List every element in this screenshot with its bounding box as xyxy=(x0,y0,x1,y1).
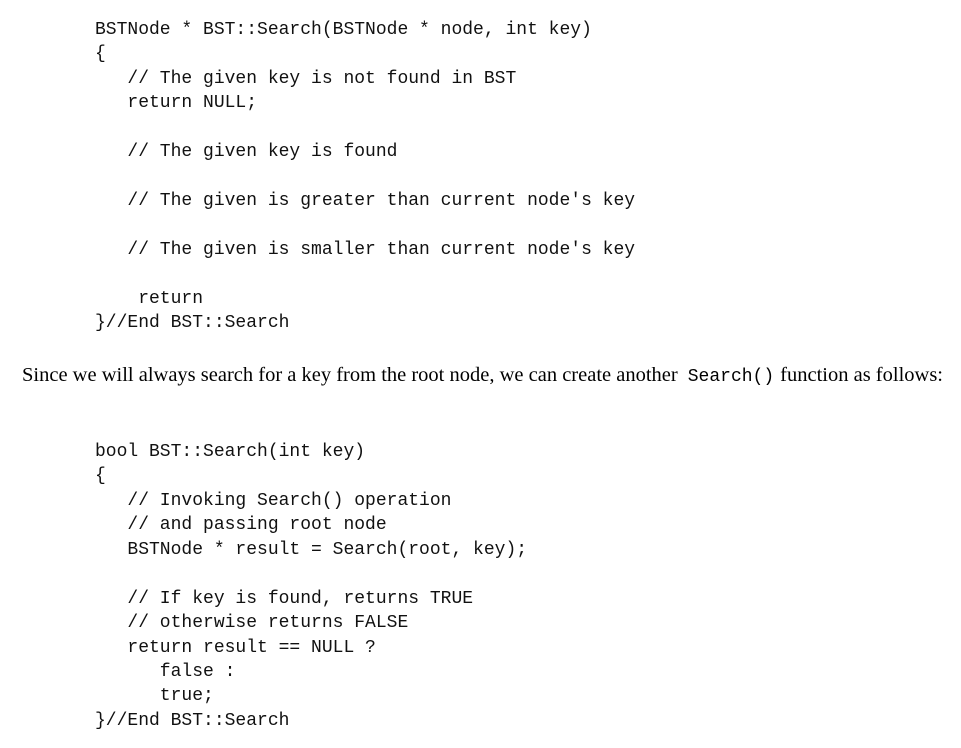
code-line: // The given is smaller than current nod… xyxy=(95,239,636,260)
code-line: return result == NULL ? xyxy=(95,637,376,658)
code-line: // and passing root node xyxy=(95,515,387,536)
code-block-search-key: bool BST::Search(int key){ // Invoking S… xyxy=(95,440,527,733)
code-line: BSTNode * BST::Search(BSTNode * node, in… xyxy=(95,20,592,40)
code-line: // If key is found, returns TRUE xyxy=(95,588,474,609)
code-line: BSTNode * result = Search(root, key); xyxy=(95,539,528,560)
code-line: }//End BST::Search xyxy=(95,313,290,334)
code-line: // otherwise returns FALSE xyxy=(95,613,409,634)
code-block-search-node: BSTNode * BST::Search(BSTNode * node, in… xyxy=(95,18,635,336)
code-line xyxy=(95,562,527,586)
code-line: { xyxy=(95,466,106,487)
inline-code-search: Search() xyxy=(687,367,775,387)
code-line xyxy=(95,116,635,140)
code-line: false : xyxy=(95,661,236,682)
code-line xyxy=(95,262,635,286)
code-line: return xyxy=(95,288,204,309)
paragraph-text-before: Since we will always search for a key fr… xyxy=(22,364,678,386)
code-line xyxy=(95,214,635,238)
code-line: // Invoking Search() operation xyxy=(95,490,452,511)
code-line: return NULL; xyxy=(95,93,258,114)
code-line: true; xyxy=(95,686,214,707)
code-line: }//End BST::Search xyxy=(95,710,290,731)
code-line xyxy=(95,165,635,189)
code-line: { xyxy=(95,44,106,65)
paragraph-text-after: function as follows: xyxy=(780,364,943,386)
code-line: // The given is greater than current nod… xyxy=(95,191,636,212)
code-line: // The given key is found xyxy=(95,142,398,163)
code-line: bool BST::Search(int key) xyxy=(95,442,366,462)
code-line: // The given key is not found in BST xyxy=(95,68,517,89)
body-paragraph: Since we will always search for a key fr… xyxy=(22,362,952,391)
